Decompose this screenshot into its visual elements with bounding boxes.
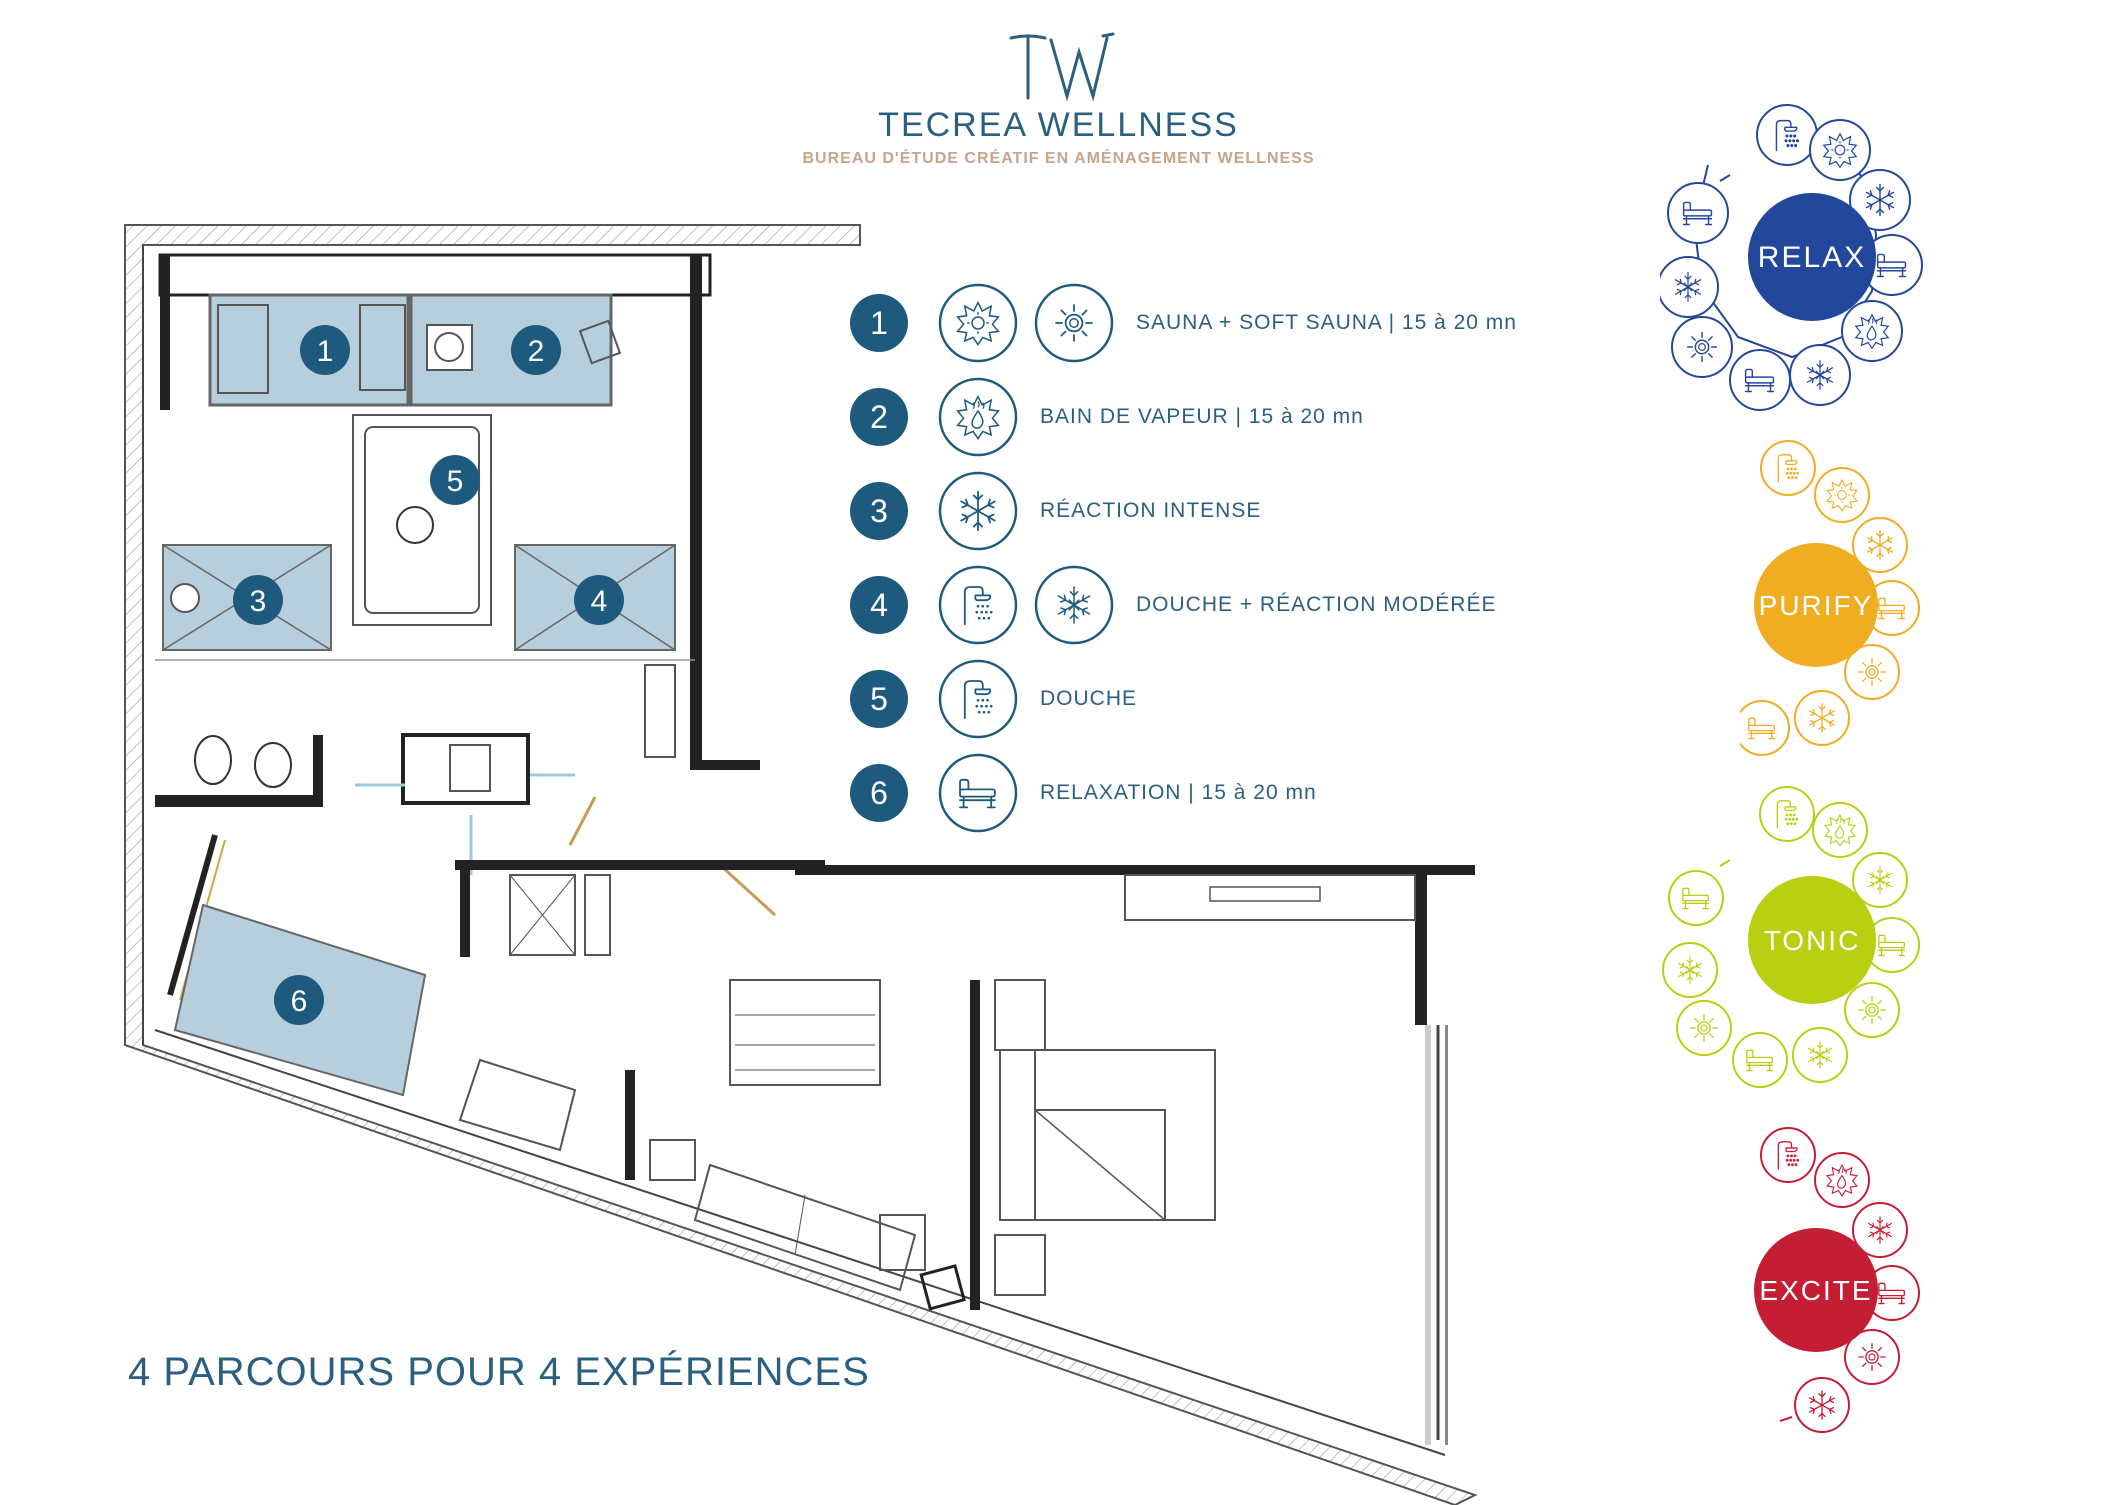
svg-text:6: 6 — [291, 985, 308, 1018]
brand-name: TECREA WELLNESS — [878, 106, 1239, 144]
legend-text: RÉACTION INTENSE — [1040, 499, 1262, 522]
legend-item-1: 1 SAUNA + SOFT SAUNA | 15 à 20 mn — [850, 278, 1517, 368]
legend-number: 6 — [850, 764, 908, 822]
legend-item-3: 3 RÉACTION INTENSE — [850, 466, 1261, 556]
plan-marker-6: 6 — [274, 975, 324, 1025]
sauna-icon — [938, 283, 1018, 363]
plan-marker-1: 1 — [300, 325, 350, 375]
steam-bath-icon — [938, 377, 1018, 457]
legend-item-2: 2 BAIN DE VAPEUR | 15 à 20 mn — [850, 372, 1364, 462]
svg-text:5: 5 — [447, 465, 464, 498]
svg-text:1: 1 — [317, 335, 334, 368]
legend-number: 2 — [850, 388, 908, 446]
plan-marker-3: 3 — [233, 575, 283, 625]
svg-text:3: 3 — [250, 585, 267, 618]
route-excite: EXCITE — [1754, 1127, 1920, 1433]
frost-icon — [1034, 565, 1114, 645]
legend-number: 4 — [850, 576, 908, 634]
legend-item-6: 6 RELAXATION | 15 à 20 mn — [850, 748, 1317, 838]
legend-text: DOUCHE — [1040, 687, 1138, 710]
route-label: EXCITE — [1759, 1275, 1872, 1306]
route-label: PURIFY — [1759, 590, 1874, 621]
plan-marker-4: 4 — [574, 575, 624, 625]
plan-marker-5: 5 — [430, 455, 480, 505]
route-relax: RELAX — [1660, 104, 1923, 411]
tw-monogram-icon — [1009, 32, 1115, 102]
brand-tagline: BUREAU D'ÉTUDE CRÉATIF EN AMÉNAGEMENT WE… — [802, 150, 1315, 167]
soft-sauna-icon — [1034, 283, 1114, 363]
legend-item-4: 4 DOUCHE + RÉACTION MODÉRÉE — [850, 560, 1496, 650]
route-label: RELAX — [1758, 241, 1866, 274]
lounger-icon — [938, 753, 1018, 833]
floor-plan: 1 2 3 4 5 6 — [124, 224, 1478, 1505]
route-purify: PURIFY — [1740, 440, 1920, 756]
route-label: TONIC — [1764, 925, 1861, 956]
legend-number: 3 — [850, 482, 908, 540]
svg-text:2: 2 — [528, 335, 545, 368]
shower-icon — [938, 565, 1018, 645]
legend-item-5: 5 DOUCHE — [850, 654, 1137, 744]
legend-text: DOUCHE + RÉACTION MODÉRÉE — [1136, 593, 1497, 616]
svg-text:4: 4 — [591, 585, 608, 618]
plan-marker-2: 2 — [511, 325, 561, 375]
shower-icon — [938, 659, 1018, 739]
legend-number: 5 — [850, 670, 908, 728]
header: TECREA WELLNESS BUREAU D'ÉTUDE CRÉATIF E… — [0, 0, 2117, 180]
legend-text: RELAXATION | 15 à 20 mn — [1040, 781, 1317, 804]
footer-title: 4 PARCOURS POUR 4 EXPÉRIENCES — [128, 1350, 870, 1394]
snowflake-icon — [938, 471, 1018, 551]
route-tonic: TONIC — [1662, 786, 1920, 1088]
legend-text: BAIN DE VAPEUR | 15 à 20 mn — [1040, 405, 1364, 428]
legend-number: 1 — [850, 294, 908, 352]
legend-text: SAUNA + SOFT SAUNA | 15 à 20 mn — [1136, 311, 1517, 334]
